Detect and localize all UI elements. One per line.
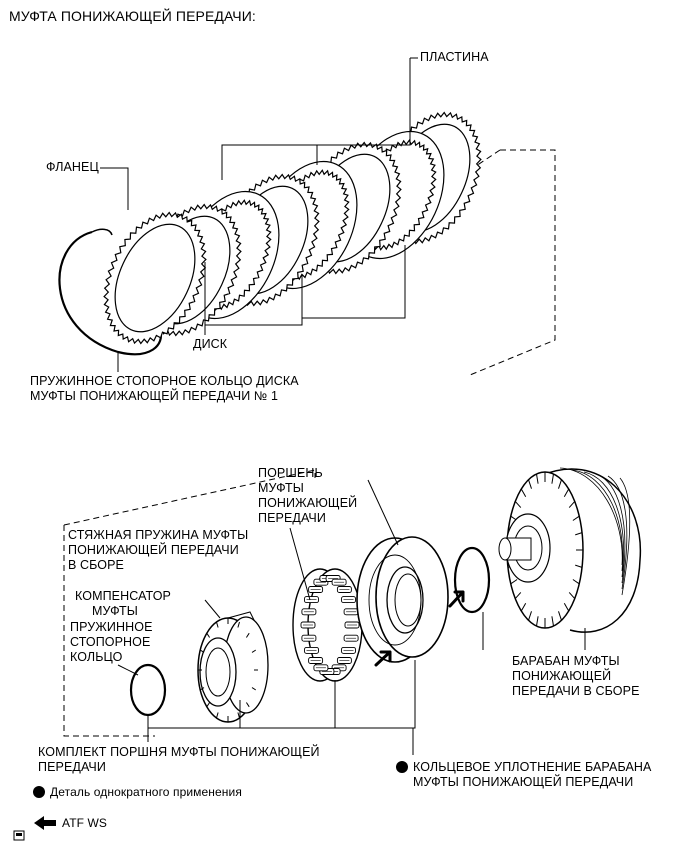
o-ring-part	[453, 546, 491, 614]
label-piston-4: ПЕРЕДАЧИ	[258, 511, 326, 525]
label-flange: ФЛАНЕЦ	[46, 160, 99, 174]
label-spring-2: ПОНИЖАЮЩЕЙ ПЕРЕДАЧИ	[68, 543, 239, 557]
label-ring-3: КОЛЬЦО	[70, 650, 123, 664]
label-kit-1: КОМПЛЕКТ ПОРШНЯ МУФТЫ ПОНИЖАЮЩЕЙ	[38, 745, 320, 759]
leader-ring	[117, 664, 139, 676]
piston-part	[356, 536, 449, 663]
label-compensator-2: МУФТЫ	[92, 604, 138, 618]
label-piston-3: ПОНИЖАЮЩЕЙ	[258, 496, 358, 510]
label-plate: ПЛАСТИНА	[420, 50, 489, 64]
drum-part	[498, 467, 642, 633]
atf-arrow-oring	[448, 590, 465, 608]
clutch-pack	[103, 111, 482, 345]
label-snap-ring-2: МУФТЫ ПОНИЖАЮЩЕЙ ПЕРЕДАЧИ № 1	[30, 389, 278, 403]
label-drum-2: ПОНИЖАЮЩЕЙ	[512, 669, 612, 683]
label-drum-1: БАРАБАН МУФТЫ	[512, 654, 620, 668]
legend-atf: ATF WS	[62, 816, 108, 830]
top-dashed-frame	[469, 149, 556, 376]
bottom-dashed-frame	[63, 469, 316, 526]
leader-plate	[221, 58, 411, 180]
label-kit-2: ПЕРЕДАЧИ	[38, 760, 106, 774]
label-compensator-1: КОМПЕНСАТОР	[75, 589, 171, 603]
arrow-left-icon	[34, 816, 56, 830]
leader-compensator	[204, 599, 221, 619]
label-piston-2: МУФТЫ	[258, 481, 304, 495]
leader-spring	[289, 527, 311, 601]
clutch-flange	[103, 211, 207, 345]
leader-kit	[147, 660, 416, 729]
return-spring-part	[292, 568, 363, 682]
label-ring-1: ПРУЖИННОЕ	[70, 620, 153, 634]
label-disc: ДИСК	[193, 337, 228, 351]
leader-flange	[100, 167, 129, 210]
label-spring-1: СТЯЖНАЯ ПРУЖИНА МУФТЫ	[68, 528, 249, 542]
snap-ring-small	[129, 663, 167, 717]
label-snap-ring-1: ПРУЖИННОЕ СТОПОРНОЕ КОЛЬЦО ДИСКА	[30, 374, 299, 388]
leader-piston	[367, 479, 399, 546]
label-piston-1: ПОРШЕНЬ	[258, 466, 323, 480]
label-oring-2: МУФТЫ ПОНИЖАЮЩЕЙ ПЕРЕДАЧИ	[413, 775, 634, 789]
snap-ring-disc-part	[58, 230, 163, 356]
label-drum-3: ПЕРЕДАЧИ В СБОРЕ	[512, 684, 640, 698]
label-ring-2: СТОПОРНОЕ	[70, 635, 151, 649]
bullet-icon	[396, 761, 408, 773]
document-icon	[13, 830, 25, 841]
compensator-part	[197, 611, 269, 723]
bullet-icon	[33, 786, 45, 798]
atf-arrow-piston	[374, 650, 392, 667]
page-title: МУФТА ПОНИЖАЮЩЕЙ ПЕРЕДАЧИ:	[9, 8, 256, 24]
label-oring-1: КОЛЬЦЕВОЕ УПЛОТНЕНИЕ БАРАБАНА	[413, 760, 652, 774]
legend-single-use: Деталь однократного применения	[50, 785, 242, 799]
label-spring-3: В СБОРЕ	[68, 558, 124, 572]
